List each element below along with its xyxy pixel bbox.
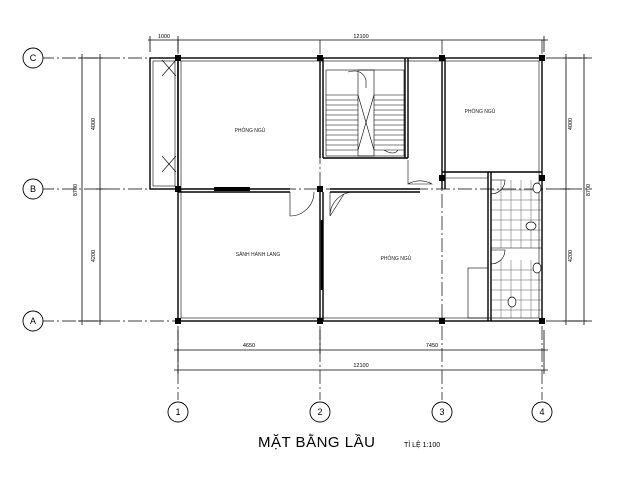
axis-bubble-3: 3: [431, 401, 453, 423]
axis-bubble-b: B: [22, 178, 44, 200]
dimension-top: 1000 12100: [148, 34, 548, 52]
dim-right-lower: 4200: [568, 250, 574, 262]
axis-bubble-1: 1: [167, 401, 189, 423]
axis-label-3: 3: [439, 407, 444, 417]
bathroom-tiles: [491, 180, 542, 318]
dimension-right: 4000 8700 4200: [560, 54, 592, 325]
axis-label-2: 2: [317, 407, 322, 417]
axis-label-b: B: [30, 184, 36, 194]
axis-label-c: C: [30, 53, 37, 63]
dim-top-total: 12100: [353, 34, 368, 40]
dim-top-left: 1000: [158, 34, 170, 40]
dim-left-lower: 4200: [91, 250, 97, 262]
axis-label-1: 1: [175, 407, 180, 417]
dim-left-upper: 4000: [91, 118, 97, 130]
room-label-bedroom-lower-right: PHÒNG NGỦ: [381, 255, 412, 262]
toilet-icon-2: [507, 296, 517, 308]
staircase: [325, 69, 405, 157]
dimension-left: 4000 8700 4200: [73, 54, 106, 325]
door-swings: [161, 59, 506, 265]
sink-icon-2: [532, 262, 542, 274]
drawing-scale: TỈ LỆ 1:100: [404, 442, 441, 449]
axis-bubble-c: C: [22, 47, 44, 69]
drawing-title: MẶT BẰNG LẦU: [258, 434, 376, 451]
dim-right-total: 8700: [586, 184, 592, 196]
room-label-living-room: SẢNH HÀNH LANG: [236, 251, 281, 258]
axis-label-4: 4: [539, 407, 544, 417]
walls: [149, 57, 543, 322]
dim-bottom-left: 4650: [243, 343, 255, 349]
axis-label-a: A: [30, 316, 36, 326]
axis-bubble-2: 2: [309, 401, 331, 423]
room-label-bedroom-upper-right: PHÒNG NGỦ: [465, 108, 496, 115]
dim-left-total: 8700: [73, 184, 79, 196]
structural-columns: [175, 55, 545, 324]
dim-bottom-right: 7450: [426, 343, 438, 349]
room-label-bedroom-upper-left: PHÒNG NGỦ: [235, 127, 266, 134]
dimension-bottom: 4650 7450 12100: [174, 330, 548, 374]
axis-bubble-4: 4: [531, 401, 553, 423]
dim-right-upper: 4000: [568, 118, 574, 130]
axis-bubble-a: A: [22, 310, 44, 332]
toilet-icon: [525, 221, 537, 231]
dim-bottom-total: 12100: [353, 363, 368, 369]
sink-icon: [532, 182, 542, 194]
